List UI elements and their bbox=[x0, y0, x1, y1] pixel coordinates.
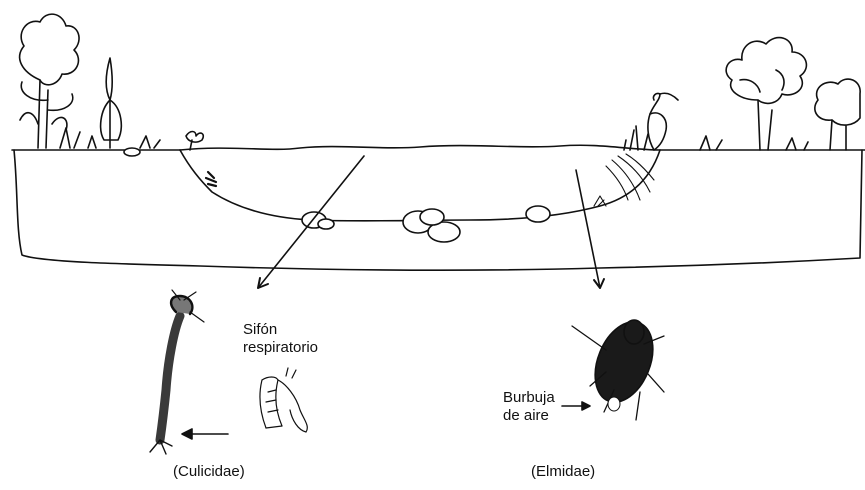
mosquito-larva-icon bbox=[150, 290, 204, 454]
caption-elmidae: (Elmidae) bbox=[531, 463, 595, 481]
caption-culicidae: (Culicidae) bbox=[173, 463, 245, 481]
right-trees bbox=[700, 38, 860, 150]
stream-bed bbox=[180, 150, 660, 221]
tree-icon bbox=[20, 14, 160, 148]
bubble-label-line2: de aire bbox=[503, 407, 555, 425]
bubble-label-line1: Burbuja bbox=[503, 389, 555, 407]
siphon-label-line1: Sifón bbox=[243, 321, 318, 339]
siphon-label: Sifón respiratorio bbox=[243, 321, 318, 357]
siphon-label-line2: respiratorio bbox=[243, 339, 318, 357]
bubble-label: Burbuja de aire bbox=[503, 389, 555, 425]
water-surface bbox=[180, 145, 660, 150]
siphon-detail bbox=[260, 368, 307, 432]
heron-icon bbox=[624, 93, 678, 150]
bank-plant bbox=[186, 132, 216, 187]
bank-reeds bbox=[594, 154, 654, 206]
